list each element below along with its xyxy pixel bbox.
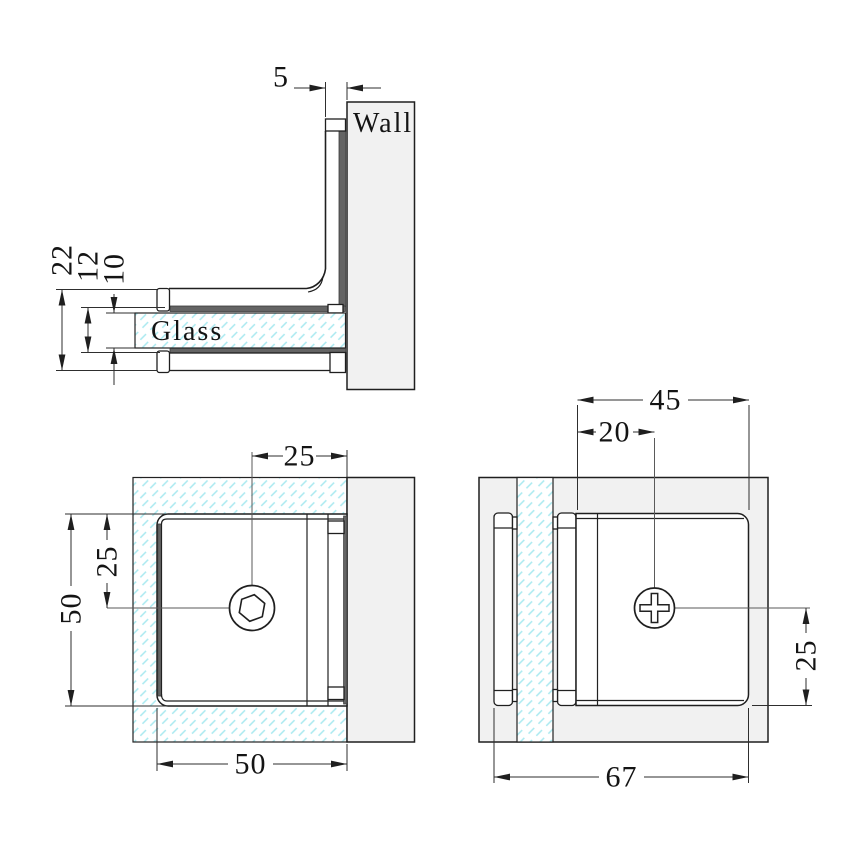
- glass-edge-strip: [516, 476, 554, 743]
- hex-socket-screw: [228, 584, 276, 632]
- edge-notch-bottom: [327, 686, 345, 701]
- dim-50-left-text: 50: [55, 593, 88, 625]
- dim-67-text: 67: [606, 761, 638, 794]
- plate-right-edge: [343, 515, 348, 705]
- dimension-plate-width: 50: [157, 748, 347, 781]
- front-pad: [493, 512, 518, 707]
- dimension-edge-to-center: 25: [91, 514, 124, 608]
- leg-gasket: [338, 130, 346, 307]
- bottom-plate: [168, 352, 347, 372]
- rear-extension-lines: [493, 405, 812, 783]
- dimension-slot-height: 12: [72, 250, 105, 353]
- dim-12-text: 12: [72, 250, 105, 282]
- dim-50-bottom-text: 50: [235, 748, 267, 781]
- bottom-plate-end-cap: [156, 350, 171, 374]
- bracket-body: [169, 131, 346, 306]
- rear-view: 45 20 25 67: [478, 384, 823, 794]
- wall-section: [346, 101, 416, 391]
- wall-label: Wall: [353, 108, 413, 139]
- bottom-plate-gasket: [169, 348, 346, 354]
- bottom-plate-wall-block: [329, 351, 347, 374]
- front-elevation-view: 25 25 50 50: [55, 440, 416, 781]
- dim-45-text: 45: [650, 384, 682, 417]
- phillips-screw: [633, 587, 676, 629]
- dim-25-left-text: 25: [91, 546, 124, 578]
- glass-label: Glass: [151, 316, 223, 347]
- plate-inner-lines: [160, 514, 344, 706]
- dim-25-top-text: 25: [284, 440, 316, 473]
- dim-25-right-text: 25: [790, 640, 823, 672]
- dimension-bracket-thickness: 5: [273, 61, 381, 117]
- dim-20-text: 20: [599, 416, 631, 449]
- top-plate-end-cap: [156, 287, 171, 312]
- top-plate-gasket: [169, 305, 346, 312]
- glass-panel-side: [134, 312, 347, 349]
- hex-socket-icon: [238, 593, 266, 623]
- dimension-glass-thickness: 10: [98, 253, 131, 385]
- dimension-overall-depth: 67: [494, 761, 749, 794]
- dimension-plate-height: 50: [55, 514, 88, 706]
- dim-5-text: 5: [273, 61, 289, 94]
- dim-22-text: 22: [46, 244, 79, 276]
- dimension-screw-to-bottom: 25: [790, 608, 823, 706]
- dimension-body-width: 45: [577, 384, 749, 417]
- dimension-center-to-edge: 25: [252, 440, 347, 473]
- dim-10-text: 10: [98, 253, 131, 285]
- top-plate-wall-block: [327, 303, 344, 314]
- dimension-edge-to-screw: 20: [577, 416, 655, 449]
- wall-section-front: [346, 476, 416, 743]
- body-inner-lines: [576, 513, 744, 706]
- edge-notch-top: [327, 520, 345, 535]
- bracket-outline: [169, 131, 327, 293]
- phillips-cross-icon: [639, 592, 670, 624]
- dimension-overall-height: 22: [46, 244, 79, 371]
- front-extension-lines: [65, 450, 348, 771]
- side-elevation-view: Wall Glass 5: [46, 61, 416, 391]
- leg-top-cap: [324, 118, 347, 132]
